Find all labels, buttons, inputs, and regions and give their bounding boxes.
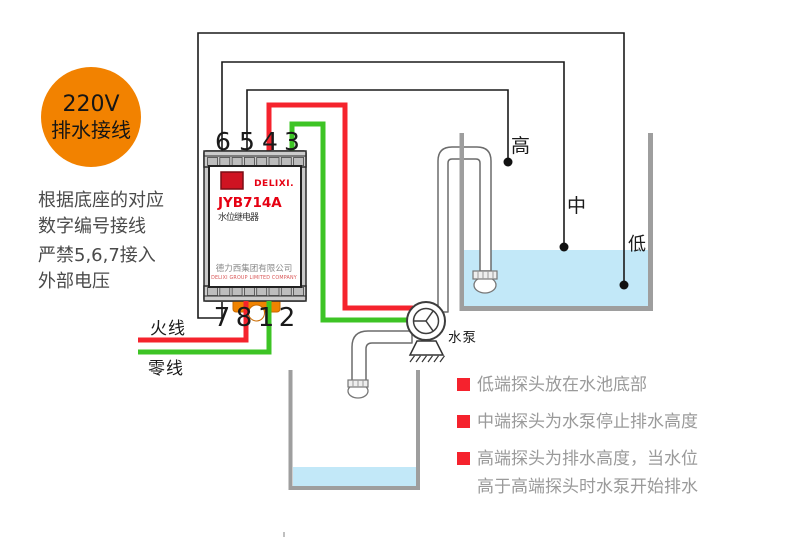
terminal-number-4: 4 [262,127,278,156]
neutral-wire-terminal3-to-pump [289,121,407,323]
red-square-bullet-icon [457,378,470,391]
upper-nozzle [472,270,498,294]
note-line: 中端探头为水泵停止排水高度 [477,412,698,432]
note-line: 低端探头放在水池底部 [477,375,647,395]
wire-terminal5-to-high-probe [246,89,509,158]
middle-probe-label: 中 [567,195,586,217]
probe-wires [197,32,625,319]
lower-tank [288,370,420,490]
upper-tank [459,133,653,311]
pump [406,301,446,363]
outlet-pipe [351,330,413,382]
relay-brand-logo: DELIXI. [254,179,294,189]
relay-led-indicator [220,171,244,190]
high-probe-tip [503,157,513,167]
note-line: 高端探头为排水高度，当水位 [477,449,698,469]
terminal-number-1: 1 [258,303,275,333]
voltage-badge: 220V 排水接线 [41,67,141,167]
neutral-wire-label: 零线 [148,359,184,379]
lower-nozzle [347,379,369,399]
probe-notes: 低端探头放在水池底部 中端探头为水泵停止排水高度 高端探头为排水高度，当水位 高… [457,371,787,510]
high-probe-label: 高 [511,135,530,157]
note-line: 高于高端探头时水泵开始排水 [477,477,698,497]
badge-voltage-text: 220V [62,92,120,117]
terminal-number-3: 3 [284,127,300,156]
bottom-terminal-numbers: 7 8 1 2 [214,303,296,333]
terminal-number-8: 8 [236,303,253,333]
red-square-bullet-icon [457,415,470,428]
neutral-wire-terminal1-to-supply [138,301,272,355]
lower-tank-water [293,467,416,486]
relay-model-label: JYB714A [217,195,282,211]
top-terminal-numbers: 6 5 4 3 [215,127,300,156]
instruction-line: 根据底座的对应 [38,190,164,211]
terminal-number-6: 6 [215,127,231,156]
ground-hatching [409,355,445,363]
instruction-warning-line: 严禁5,6,7接入 [38,245,156,266]
relay-bottom-terminal-strip [203,285,307,302]
pump-impeller-spokes [413,310,434,332]
note-item-middle: 中端探头为水泵停止排水高度 [457,408,787,436]
instruction-warning-line: 外部电压 [38,271,110,292]
low-probe-tip [619,280,629,290]
relay-device: DELIXI. JYB714A 水位继电器 德力西集团有限公司 DELIXI G… [203,150,307,322]
instruction-line: 数字编号接线 [38,216,146,237]
middle-probe-tip [559,242,569,252]
pump-label: 水泵 [448,330,477,346]
live-wire-terminal8-to-supply [138,301,249,343]
relay-company-cn: 德力西集团有限公司 [216,263,293,274]
badge-subtitle-text: 排水接线 [51,118,131,142]
wire-terminal7-to-low-probe [197,32,625,319]
red-square-bullet-icon [457,452,470,465]
live-wire-label: 火线 [150,319,186,339]
terminal-number-5: 5 [239,127,255,156]
relay-product-name: 水位继电器 [218,211,259,223]
note-item-low: 低端探头放在水池底部 [457,371,787,399]
terminal-number-2: 2 [279,303,296,333]
low-probe-label: 低 [628,234,646,255]
relay-company-en: DELIXI GROUP LIMITED COMPANY [211,275,297,281]
note-item-high: 高端探头为排水高度，当水位 高于高端探头时水泵开始排水 [457,445,787,501]
wire-terminal6-to-middle-probe [221,61,565,243]
terminal-number-7: 7 [214,303,231,333]
live-wire-terminal4-to-pump [266,102,413,311]
pump-mount [408,340,445,356]
wiring-instructions: 根据底座的对应 数字编号接线 严禁5,6,7接入 外部电压 [38,188,208,295]
bottom-artifact-mark [283,532,285,537]
